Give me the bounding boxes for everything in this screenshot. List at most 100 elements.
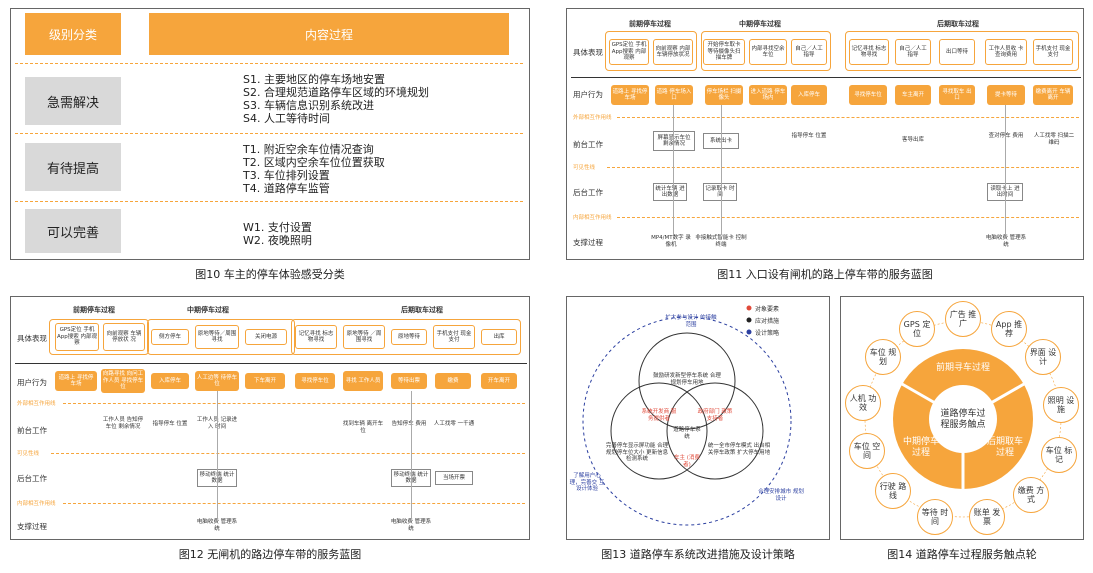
fig13-left-circle: 完善停车显示屏功能 合理规划停车位大小 更新信息检测系统 bbox=[605, 443, 669, 462]
fig12-user-action: 人工边等 待停车位 bbox=[195, 371, 239, 391]
fig10-item: S3. 车辆信息识别系统改进 bbox=[243, 99, 374, 112]
fig12-behavior: GPS定位 手机App搜索 内部观察 bbox=[55, 323, 99, 351]
fig12-support: 电脑收费 管理系统 bbox=[390, 519, 432, 532]
fig11-behavior: 工作人员收 卡查询费用 bbox=[985, 39, 1027, 65]
fig14-touchpoint: 行驶 路线 bbox=[875, 473, 911, 509]
fig11-panel: 前期停车过程 中期停车过程 后期取车过程 具体表现 GPS定位 手机App搜索 … bbox=[566, 8, 1084, 260]
fig11-line bbox=[617, 217, 1079, 218]
fig11-connector bbox=[1005, 105, 1006, 235]
fig12-connector bbox=[217, 391, 218, 519]
fig10-item: T2. 区域内空余车位位置获取 bbox=[243, 156, 385, 169]
fig12-user-action: 向路寻找 向问工作人员 寻找停车位 bbox=[101, 369, 145, 393]
fig11-behavior: 自己／人工 指导 bbox=[895, 39, 931, 65]
fig12-behavior: 出库 bbox=[481, 329, 517, 345]
fig11-connector bbox=[721, 105, 722, 235]
fig14-wheel bbox=[864, 320, 1062, 518]
fig13-overlap-top-right: 政府部门 政策支持者 bbox=[697, 409, 733, 422]
fig11-user-action: 缴费离开 车辆离开 bbox=[1033, 85, 1073, 105]
fig12-phase-post: 后期取车过程 bbox=[401, 306, 443, 314]
fig10-items-refine: W1. 支付设置 W2. 夜晚照明 bbox=[243, 221, 312, 247]
fig13-circle-top bbox=[638, 332, 736, 430]
fig10-header-content: 内容过程 bbox=[149, 13, 509, 55]
fig11-user-action: 寻找停车位 bbox=[849, 85, 887, 105]
fig11-row-support: 支撑过程 bbox=[573, 238, 603, 247]
fig12-line bbox=[63, 503, 525, 504]
fig11-line-external: 外部相互作用线 bbox=[573, 115, 612, 121]
fig11-behavior: 内部寻找空余车位 bbox=[749, 39, 787, 65]
fig12-phase-pre: 前期停车过程 bbox=[73, 306, 115, 314]
fig12-line-external: 外部相互作用线 bbox=[17, 401, 56, 407]
fig13-venn bbox=[582, 305, 792, 526]
fig11-user-action: 道路上 寻找停车场 bbox=[611, 85, 649, 105]
fig10-panel: 级别分类 内容过程 急需解决 S1. 主要地区的停车场地安置 S2. 合理规范道… bbox=[10, 8, 530, 260]
fig12-line-visibility: 可见性线 bbox=[17, 451, 40, 457]
fig13-outer-ring bbox=[582, 316, 792, 526]
fig11-behavior: 自己／人工 指导 bbox=[791, 39, 827, 65]
fig13-arc-left: 了解用户心 理，完善交 互设计体验 bbox=[569, 473, 605, 492]
fig13-legend-dot-black bbox=[746, 317, 752, 323]
fig11-line bbox=[617, 117, 1079, 118]
fig12-behavior: 原地等待 bbox=[391, 329, 427, 345]
fig13-bottom-center: 车主 (消费者) bbox=[674, 455, 700, 468]
fig11-front: 人工找零 扫描二维码 bbox=[1033, 133, 1075, 146]
fig11-user-action: 车主离开 bbox=[895, 85, 931, 105]
fig10-items-improve: T1. 附近空余车位情况查询 T2. 区域内空余车位位置获取 T3. 车位排列设… bbox=[243, 143, 385, 195]
fig12-behavior: 侧方停车 bbox=[151, 329, 189, 345]
fig12-user-action: 寻找 工作人员 bbox=[343, 371, 383, 391]
fig11-behavior: 开始停车取卡 等待摄像头扫 描车牌 bbox=[703, 39, 745, 65]
fig11-line-visibility: 可见性线 bbox=[573, 165, 596, 171]
fig11-row-divider bbox=[571, 77, 1081, 78]
fig11-line bbox=[607, 167, 1079, 168]
fig10-header-category: 级别分类 bbox=[25, 13, 121, 55]
fig11-user-action: 寻找取车 出口 bbox=[939, 85, 975, 105]
fig11-behavior: 手机支付 现金支付 bbox=[1033, 39, 1073, 65]
fig14-touchpoint: 界面 设计 bbox=[1025, 339, 1061, 375]
fig11-front: 指导停车 位置 bbox=[791, 133, 827, 139]
fig11-behavior: GPS定位 手机App搜索 内部观察 bbox=[609, 39, 649, 65]
fig11-line-internal: 内部相互作用线 bbox=[573, 215, 612, 221]
fig11-back: 统计车辆 进出数据 bbox=[653, 183, 687, 201]
fig12-user-action: 缴费 bbox=[435, 373, 471, 389]
fig11-phase-mid: 中期停车过程 bbox=[739, 20, 781, 28]
fig12-connector bbox=[411, 391, 412, 519]
fig11-behavior: 记忆寻找 标志物寻找 bbox=[849, 39, 889, 65]
fig13-legend-dot-blue bbox=[746, 329, 752, 335]
fig10-item: T4. 道路停车监管 bbox=[243, 182, 330, 195]
fig10-item: S2. 合理规范道路停车区域的环境规划 bbox=[243, 86, 429, 99]
fig12-behavior: 向前观察 车辆停放状 况 bbox=[103, 323, 145, 351]
fig12-user-action: 下车离开 bbox=[245, 373, 285, 389]
fig11-caption: 图11 入口设有闸机的路上停车带的服务蓝图 bbox=[717, 268, 933, 281]
fig12-user-action: 等待出票 bbox=[391, 373, 427, 389]
fig14-center: 道路停车过 程服务触点 bbox=[940, 409, 986, 430]
fig10-divider bbox=[15, 201, 523, 202]
fig11-row-back: 后台工作 bbox=[573, 188, 603, 197]
fig12-row-support: 支撑过程 bbox=[17, 522, 47, 531]
fig12-user-action: 寻找停车位 bbox=[295, 373, 335, 389]
fig11-support: 电脑收费 管理系统 bbox=[985, 235, 1027, 248]
fig12-line-internal: 内部相互作用线 bbox=[17, 501, 56, 507]
fig11-front: 客导出库 bbox=[901, 137, 924, 143]
fig12-user-action: 入库停车 bbox=[151, 373, 189, 389]
fig14-divider bbox=[962, 382, 1025, 421]
fig11-user-action: 提卡等待 bbox=[987, 85, 1025, 105]
fig10-item: T3. 车位排列设置 bbox=[243, 169, 330, 182]
fig11-user-action: 停车场栏 扫摄像头 bbox=[705, 85, 743, 105]
fig14-touchpoint: 照明 设施 bbox=[1043, 387, 1079, 423]
fig10-divider bbox=[15, 133, 523, 134]
fig13-legend-item: 对象要素 bbox=[755, 306, 780, 313]
fig12-behavior: 原地等待 ／周围寻找 bbox=[343, 325, 385, 349]
fig11-row-user: 用户行为 bbox=[573, 90, 603, 99]
fig10-item: S4. 人工等待时间 bbox=[243, 112, 330, 125]
fig12-behavior: 原地等待／周围寻找 bbox=[195, 325, 239, 349]
fig12-row-back: 后台工作 bbox=[17, 474, 47, 483]
fig12-line bbox=[51, 453, 525, 454]
fig12-group-mid bbox=[147, 319, 295, 355]
fig12-front: 告知停车 费用 bbox=[391, 421, 427, 427]
fig14-touchpoint: 广告 推广 bbox=[945, 301, 981, 337]
fig11-front: 查对停车 费用 bbox=[988, 133, 1024, 139]
fig14-touchpoint: 车位 标记 bbox=[1041, 437, 1077, 473]
fig10-divider bbox=[15, 63, 523, 64]
fig13-arc-right: 合理安排城市 规划设计 bbox=[758, 489, 804, 502]
fig12-user-action: 开车离开 bbox=[481, 373, 517, 389]
fig13-circle-right bbox=[666, 382, 764, 480]
